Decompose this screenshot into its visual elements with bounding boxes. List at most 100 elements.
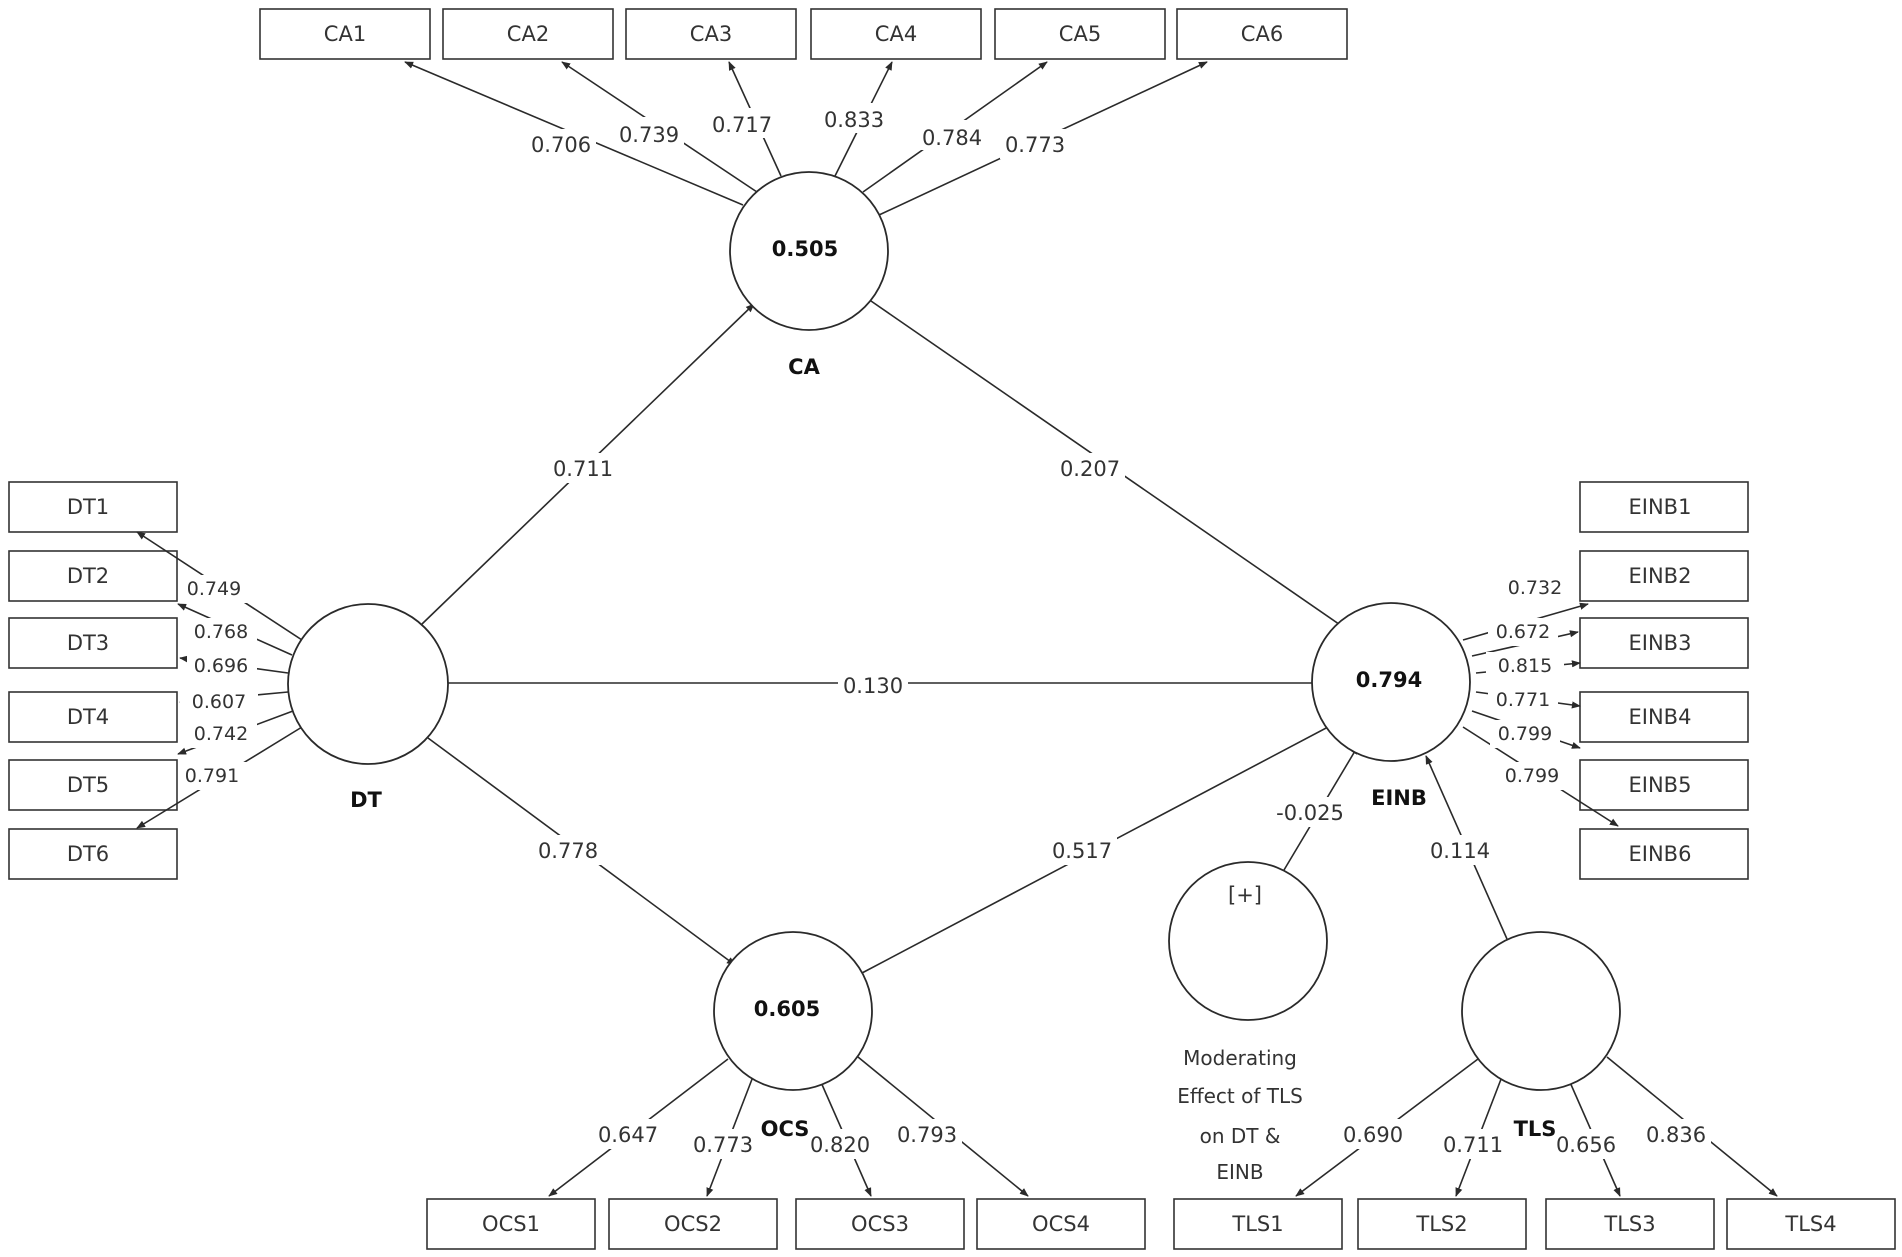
indicator-box-einb4[interactable]: EINB4 (1579, 691, 1749, 743)
indicator-label: DT2 (67, 564, 109, 588)
loading-label-ocs2: 0.773 (693, 1133, 753, 1157)
latent-dt[interactable]: DT (287, 603, 449, 812)
indicator-box-ocs4[interactable]: OCS4 (976, 1198, 1146, 1250)
indicator-box-einb6[interactable]: EINB6 (1579, 828, 1749, 880)
r-squared-ocs: 0.605 (754, 997, 820, 1021)
indicator-box-einb1[interactable]: EINB1 (1579, 481, 1749, 533)
latent-ocs[interactable]: 0.605 OCS (713, 931, 873, 1141)
loading-label-einb6: 0.799 (1505, 765, 1559, 787)
indicator-box-ca2[interactable]: CA2 (442, 8, 614, 60)
indicator-box-dt2[interactable]: DT2 (8, 550, 178, 602)
loading-label-dt1: 0.749 (187, 578, 241, 600)
loading-label-ca5: 0.784 (922, 126, 982, 150)
moderating-caption-line-2: Effect of TLS (1177, 1084, 1303, 1108)
indicator-box-tls2[interactable]: TLS2 (1357, 1198, 1527, 1250)
loading-label-dt4: 0.607 (192, 691, 246, 713)
indicator-box-dt1[interactable]: DT1 (8, 481, 178, 533)
ocs-indicators: OCS1 OCS2 OCS3 OCS4 (426, 1198, 1146, 1250)
loading-label-einb2: 0.672 (1496, 621, 1550, 643)
r-squared-einb: 0.794 (1356, 668, 1422, 692)
indicator-box-ca5[interactable]: CA5 (994, 8, 1166, 60)
path-label-ca-einb: 0.207 (1060, 457, 1120, 481)
indicator-box-dt5[interactable]: DT5 (8, 759, 178, 811)
loading-label-dt5: 0.742 (194, 723, 248, 745)
loading-label-ca4: 0.833 (824, 108, 884, 132)
loading-label-dt6: 0.791 (185, 765, 239, 787)
structural-paths: 0.711 0.207 0.130 0.778 0.517 -0.025 0.1… (421, 300, 1508, 974)
einb-loading-arrows: 0.732 0.672 0.815 0.771 0.799 0.799 (1462, 574, 1619, 827)
indicator-box-tls3[interactable]: TLS3 (1545, 1198, 1715, 1250)
indicator-label: CA5 (1059, 22, 1101, 46)
moderating-caption-line-1: Moderating (1183, 1046, 1297, 1070)
indicator-label: TLS3 (1603, 1212, 1655, 1236)
indicator-label: OCS3 (851, 1212, 909, 1236)
indicator-label: DT1 (67, 495, 109, 519)
indicator-label: CA6 (1241, 22, 1283, 46)
indicator-label: CA1 (324, 22, 366, 46)
indicator-label: DT5 (67, 773, 109, 797)
loading-label-ocs4: 0.793 (897, 1123, 957, 1147)
latent-moderating-effect[interactable]: [+] Moderating Effect of TLS on DT & EIN… (1168, 861, 1328, 1184)
ocs-loading-arrows: 0.647 0.773 0.820 0.793 (548, 1056, 1029, 1197)
loading-label-tls2: 0.711 (1443, 1133, 1503, 1157)
indicator-label: EINB2 (1629, 564, 1692, 588)
tls-indicators: TLS1 TLS2 TLS3 TLS4 (1173, 1198, 1896, 1250)
path-label-dt-ca: 0.711 (553, 457, 613, 481)
indicator-label: DT6 (67, 842, 109, 866)
indicator-box-einb3[interactable]: EINB3 (1579, 617, 1749, 669)
path-label-ocs-einb: 0.517 (1052, 839, 1112, 863)
loading-label-ca2: 0.739 (619, 123, 679, 147)
loading-label-ocs3: 0.820 (810, 1133, 870, 1157)
loading-label-tls4: 0.836 (1646, 1123, 1706, 1147)
indicator-box-dt3[interactable]: DT3 (8, 617, 178, 669)
loading-label-ca1: 0.706 (531, 133, 591, 157)
loading-label-dt3: 0.696 (194, 655, 248, 677)
indicator-box-ocs2[interactable]: OCS2 (608, 1198, 778, 1250)
indicator-box-ocs3[interactable]: OCS3 (795, 1198, 965, 1250)
path-label-tls-einb: 0.114 (1430, 839, 1490, 863)
indicator-box-einb5[interactable]: EINB5 (1579, 759, 1749, 811)
indicator-label: TLS1 (1231, 1212, 1283, 1236)
indicator-label: OCS4 (1032, 1212, 1090, 1236)
dt-indicators: DT1 DT2 DT3 DT4 DT5 DT6 (8, 481, 178, 880)
indicator-box-dt4[interactable]: DT4 (8, 691, 178, 743)
latent-name-tls: TLS (1514, 1117, 1557, 1141)
latent-name-ca: CA (788, 355, 820, 379)
einb-indicators: EINB1 EINB2 EINB3 EINB4 EINB5 EINB6 (1579, 481, 1749, 880)
indicator-label: CA2 (507, 22, 549, 46)
indicator-label: EINB1 (1629, 495, 1692, 519)
loading-label-einb4: 0.771 (1496, 689, 1550, 711)
indicator-box-ca4[interactable]: CA4 (810, 8, 982, 60)
latent-einb[interactable]: 0.794 EINB (1311, 602, 1471, 810)
loading-label-tls3: 0.656 (1556, 1133, 1616, 1157)
indicator-label: OCS1 (482, 1212, 540, 1236)
indicator-box-ca3[interactable]: CA3 (625, 8, 797, 60)
loading-label-einb3: 0.815 (1498, 655, 1552, 677)
latent-ca[interactable]: 0.505 CA (729, 171, 889, 379)
loading-label-ca3: 0.717 (712, 113, 772, 137)
dt-loading-arrows: 0.749 0.768 0.696 0.607 0.742 0.791 (136, 531, 303, 829)
indicator-label: EINB6 (1629, 842, 1692, 866)
r-squared-ca: 0.505 (772, 237, 838, 261)
indicator-box-ca6[interactable]: CA6 (1176, 8, 1348, 60)
loading-label-dt2: 0.768 (194, 621, 248, 643)
indicator-label: CA3 (690, 22, 732, 46)
loading-label-ocs1: 0.647 (598, 1123, 658, 1147)
indicator-box-ocs1[interactable]: OCS1 (426, 1198, 596, 1250)
ca-loading-arrows: 0.706 0.739 0.717 0.833 0.784 0.773 (404, 61, 1208, 216)
indicator-label: OCS2 (664, 1212, 722, 1236)
latent-tls[interactable]: TLS (1461, 931, 1621, 1141)
latent-name-dt: DT (350, 788, 382, 812)
ca-indicators: CA1 CA2 CA3 CA4 CA5 CA6 (259, 8, 1348, 60)
indicator-box-einb2[interactable]: EINB2 (1579, 550, 1749, 602)
indicator-box-tls4[interactable]: TLS4 (1726, 1198, 1896, 1250)
indicator-box-tls1[interactable]: TLS1 (1173, 1198, 1343, 1250)
indicator-label: EINB5 (1629, 773, 1692, 797)
indicator-box-ca1[interactable]: CA1 (259, 8, 431, 60)
indicator-label: EINB3 (1629, 631, 1692, 655)
indicator-label: EINB4 (1629, 705, 1692, 729)
path-label-dt-einb: 0.130 (843, 674, 903, 698)
indicator-box-dt6[interactable]: DT6 (8, 828, 178, 880)
interaction-term-icon: [+] (1228, 883, 1262, 907)
latent-name-ocs: OCS (761, 1117, 810, 1141)
